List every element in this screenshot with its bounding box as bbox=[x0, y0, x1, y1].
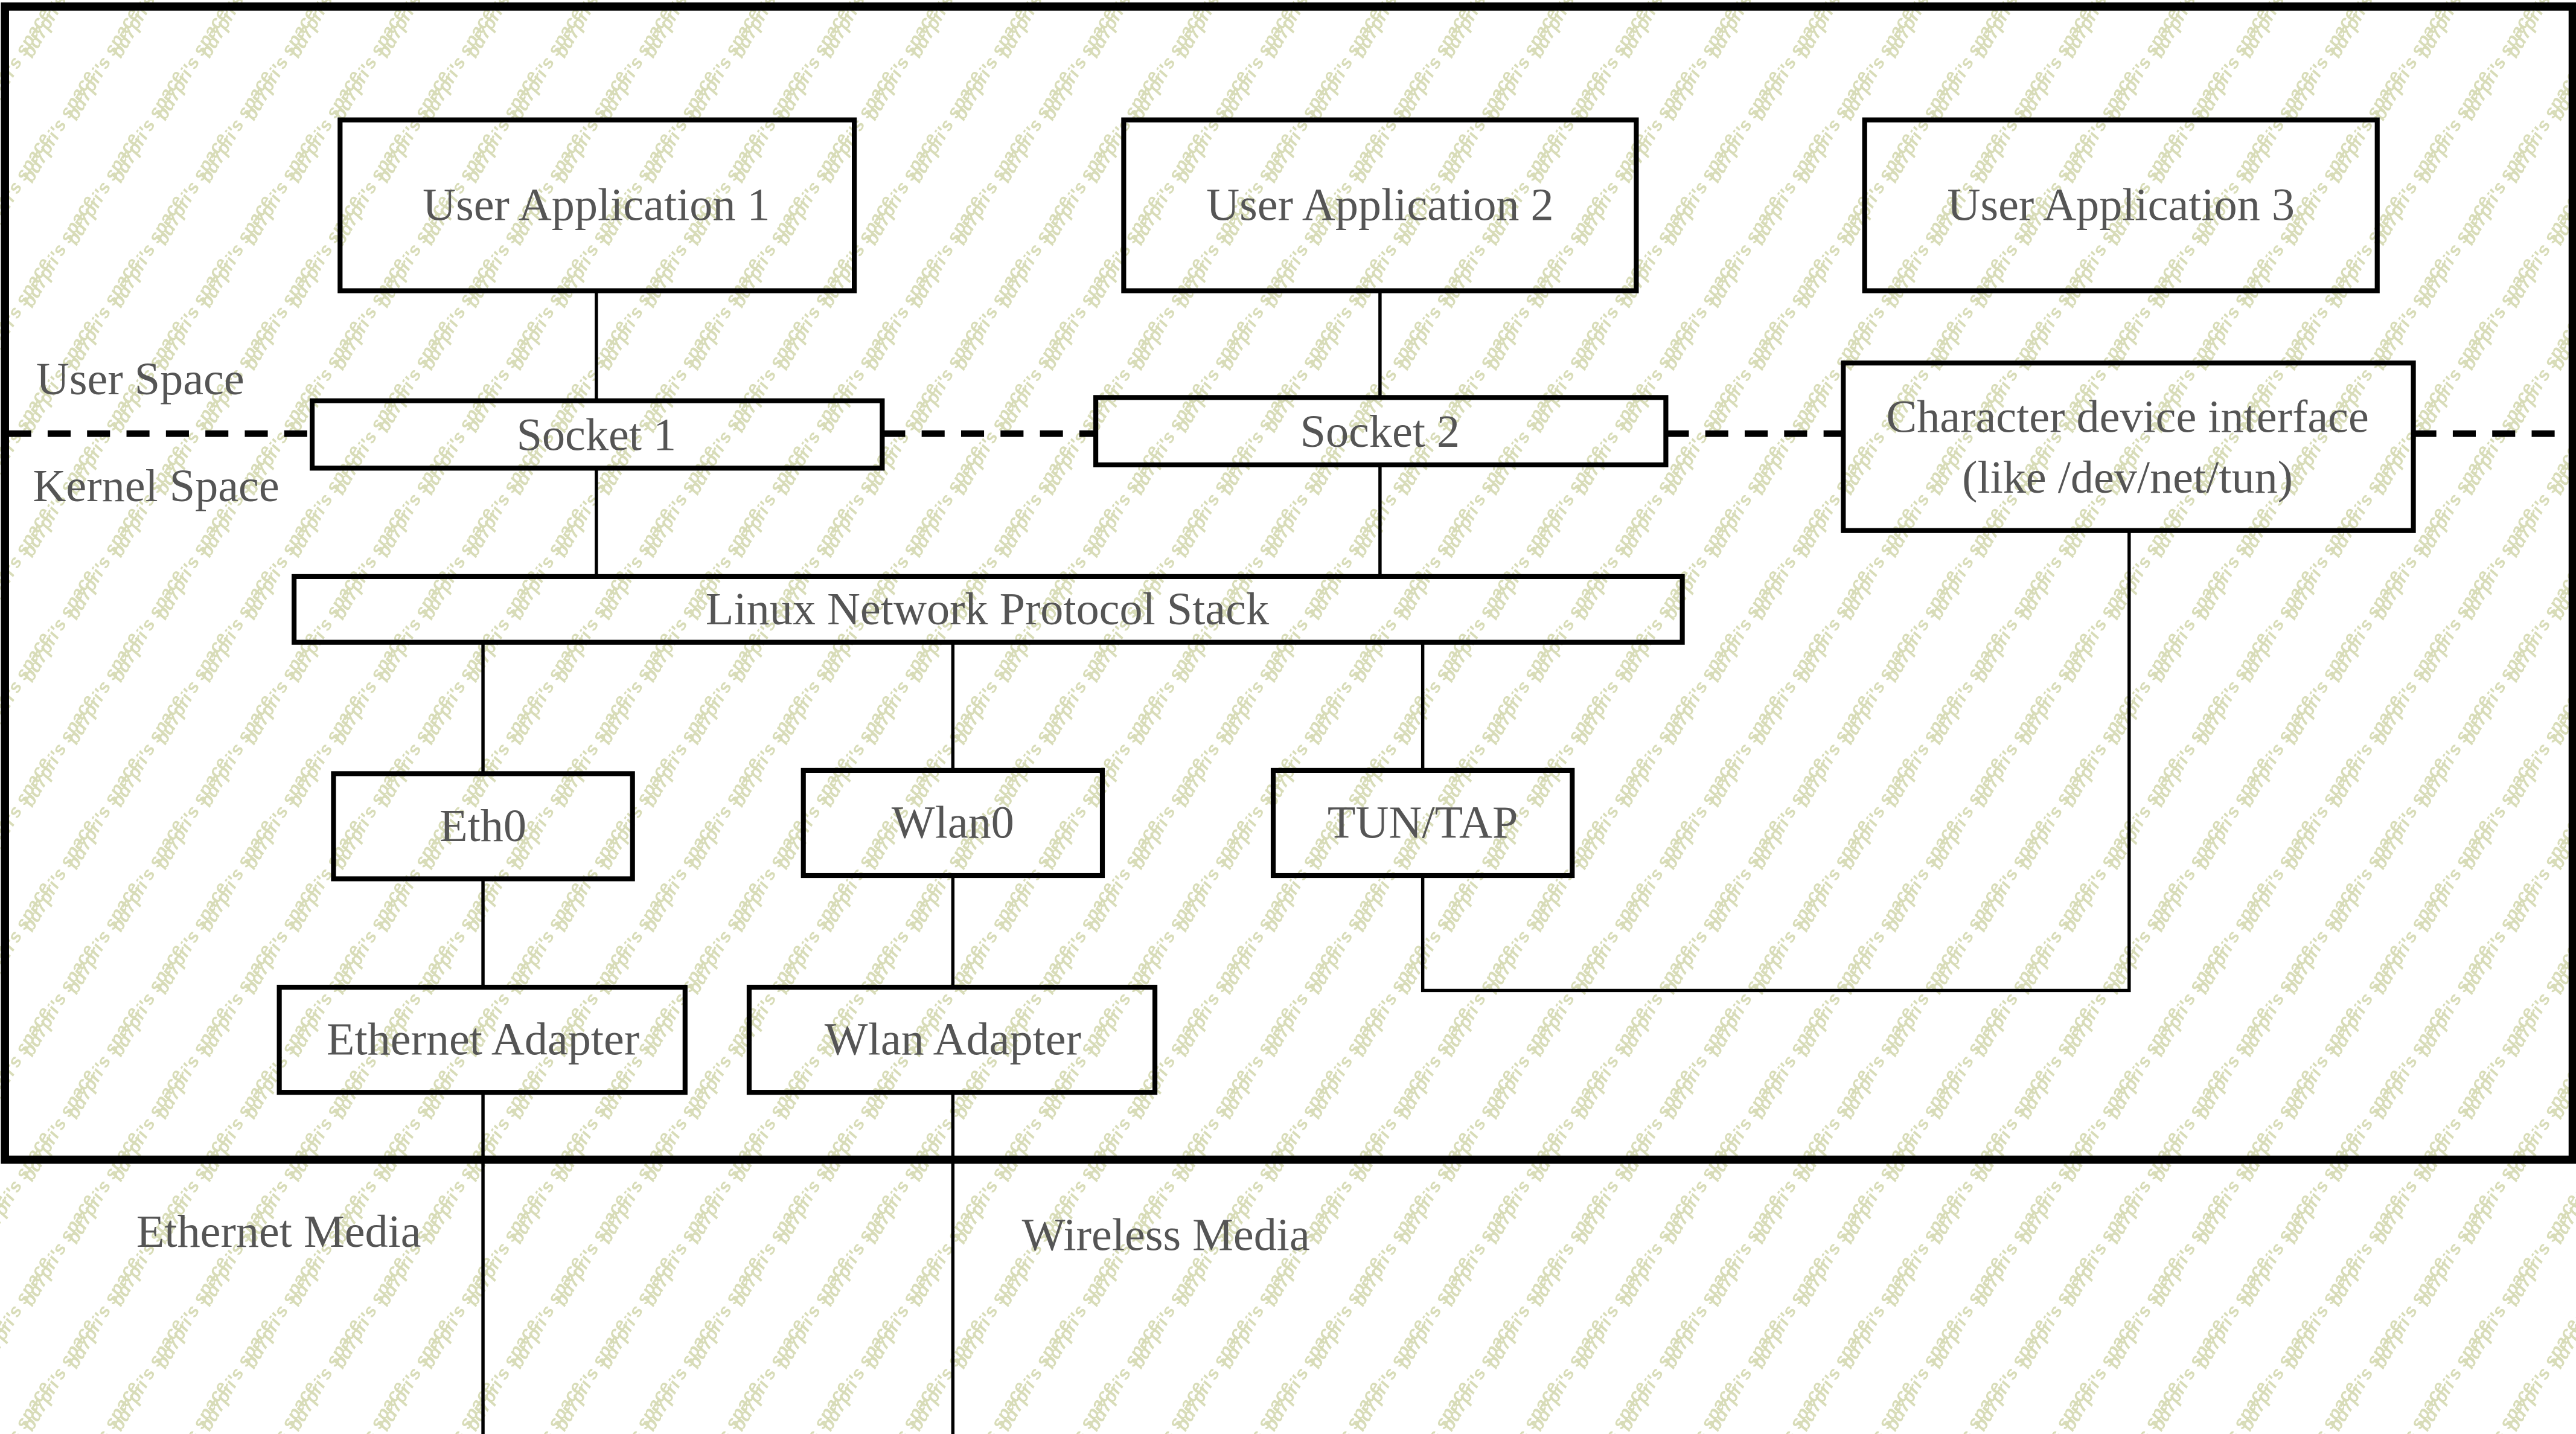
watermark-text: bd7pri's space bbox=[0, 1253, 54, 1372]
node-label: Wlan0 bbox=[892, 797, 1014, 848]
watermark-text: bd7pri's space bbox=[507, 1378, 587, 1434]
watermark-text: bd7pri's space bbox=[1039, 1378, 1119, 1434]
watermark-text: bd7pri's space bbox=[861, 1378, 942, 1434]
kernel-space-label: Kernel Space bbox=[33, 461, 279, 511]
watermark-text: bd7pri's space bbox=[63, 1378, 143, 1434]
watermark-text: bd7pri's space bbox=[418, 1378, 498, 1434]
watermark-text: bd7pri's space bbox=[2281, 1378, 2361, 1434]
wireless-media-label: Wireless Media bbox=[1022, 1209, 1310, 1260]
watermark-text: bd7pri's space bbox=[2458, 1378, 2539, 1434]
watermark-text: bd7pri's space bbox=[1837, 1378, 1917, 1434]
watermark-text: bd7pri's space bbox=[1305, 1378, 1385, 1434]
node-label-line1: Character device interface bbox=[1886, 392, 2368, 443]
node-label: Socket 1 bbox=[517, 409, 676, 460]
node-label: Wlan Adapter bbox=[825, 1014, 1081, 1065]
node-label: User Application 1 bbox=[423, 180, 770, 231]
watermark-text: bd7pri's space bbox=[1482, 1378, 1562, 1434]
node-label: User Application 3 bbox=[1947, 180, 2295, 231]
watermark-text: bd7pri's space bbox=[2547, 1378, 2576, 1434]
node-label: Ethernet Adapter bbox=[327, 1014, 639, 1065]
ethernet-media-label: Ethernet Media bbox=[136, 1206, 421, 1257]
watermark-text: bd7pri's space bbox=[1571, 1378, 1651, 1434]
user-space-label: User Space bbox=[36, 354, 244, 405]
watermark-text: bd7pri's space bbox=[2015, 1378, 2095, 1434]
node-label: TUN/TAP bbox=[1328, 797, 1518, 848]
node-label-line2: (like /dev/net/tun) bbox=[1962, 452, 2293, 503]
watermark-text: bd7pri's space bbox=[1393, 1378, 1474, 1434]
node-label: User Application 2 bbox=[1206, 180, 1554, 231]
watermark-text: bd7pri's space bbox=[1660, 1378, 1740, 1434]
watermark-text: bd7pri's space bbox=[152, 1378, 232, 1434]
node-label: Eth0 bbox=[439, 801, 526, 851]
watermark-text: bd7pri's space bbox=[2192, 1378, 2272, 1434]
watermark-text: bd7pri's space bbox=[240, 1378, 321, 1434]
watermark-text: bd7pri's space bbox=[1926, 1378, 2006, 1434]
watermark-text: bd7pri's space bbox=[595, 1378, 676, 1434]
node-user-application-1: User Application 1 bbox=[337, 117, 857, 293]
watermark-text: bd7pri's space bbox=[2370, 1378, 2450, 1434]
node-label: Socket 2 bbox=[1300, 406, 1460, 457]
watermark-text: bd7pri's space bbox=[1748, 1378, 1829, 1434]
watermark-text: bd7pri's space bbox=[684, 1378, 764, 1434]
watermark-text: bd7pri's space bbox=[1128, 1378, 1208, 1434]
node-label: Linux Network Protocol Stack bbox=[706, 584, 1270, 635]
watermark-text: bd7pri's space bbox=[2103, 1378, 2184, 1434]
watermark-text: bd7pri's space bbox=[773, 1378, 853, 1434]
watermark-text: bd7pri's space bbox=[329, 1378, 409, 1434]
watermark-text: bd7pri's space bbox=[1216, 1378, 1297, 1434]
watermark-text: bd7pri's space bbox=[950, 1378, 1031, 1434]
